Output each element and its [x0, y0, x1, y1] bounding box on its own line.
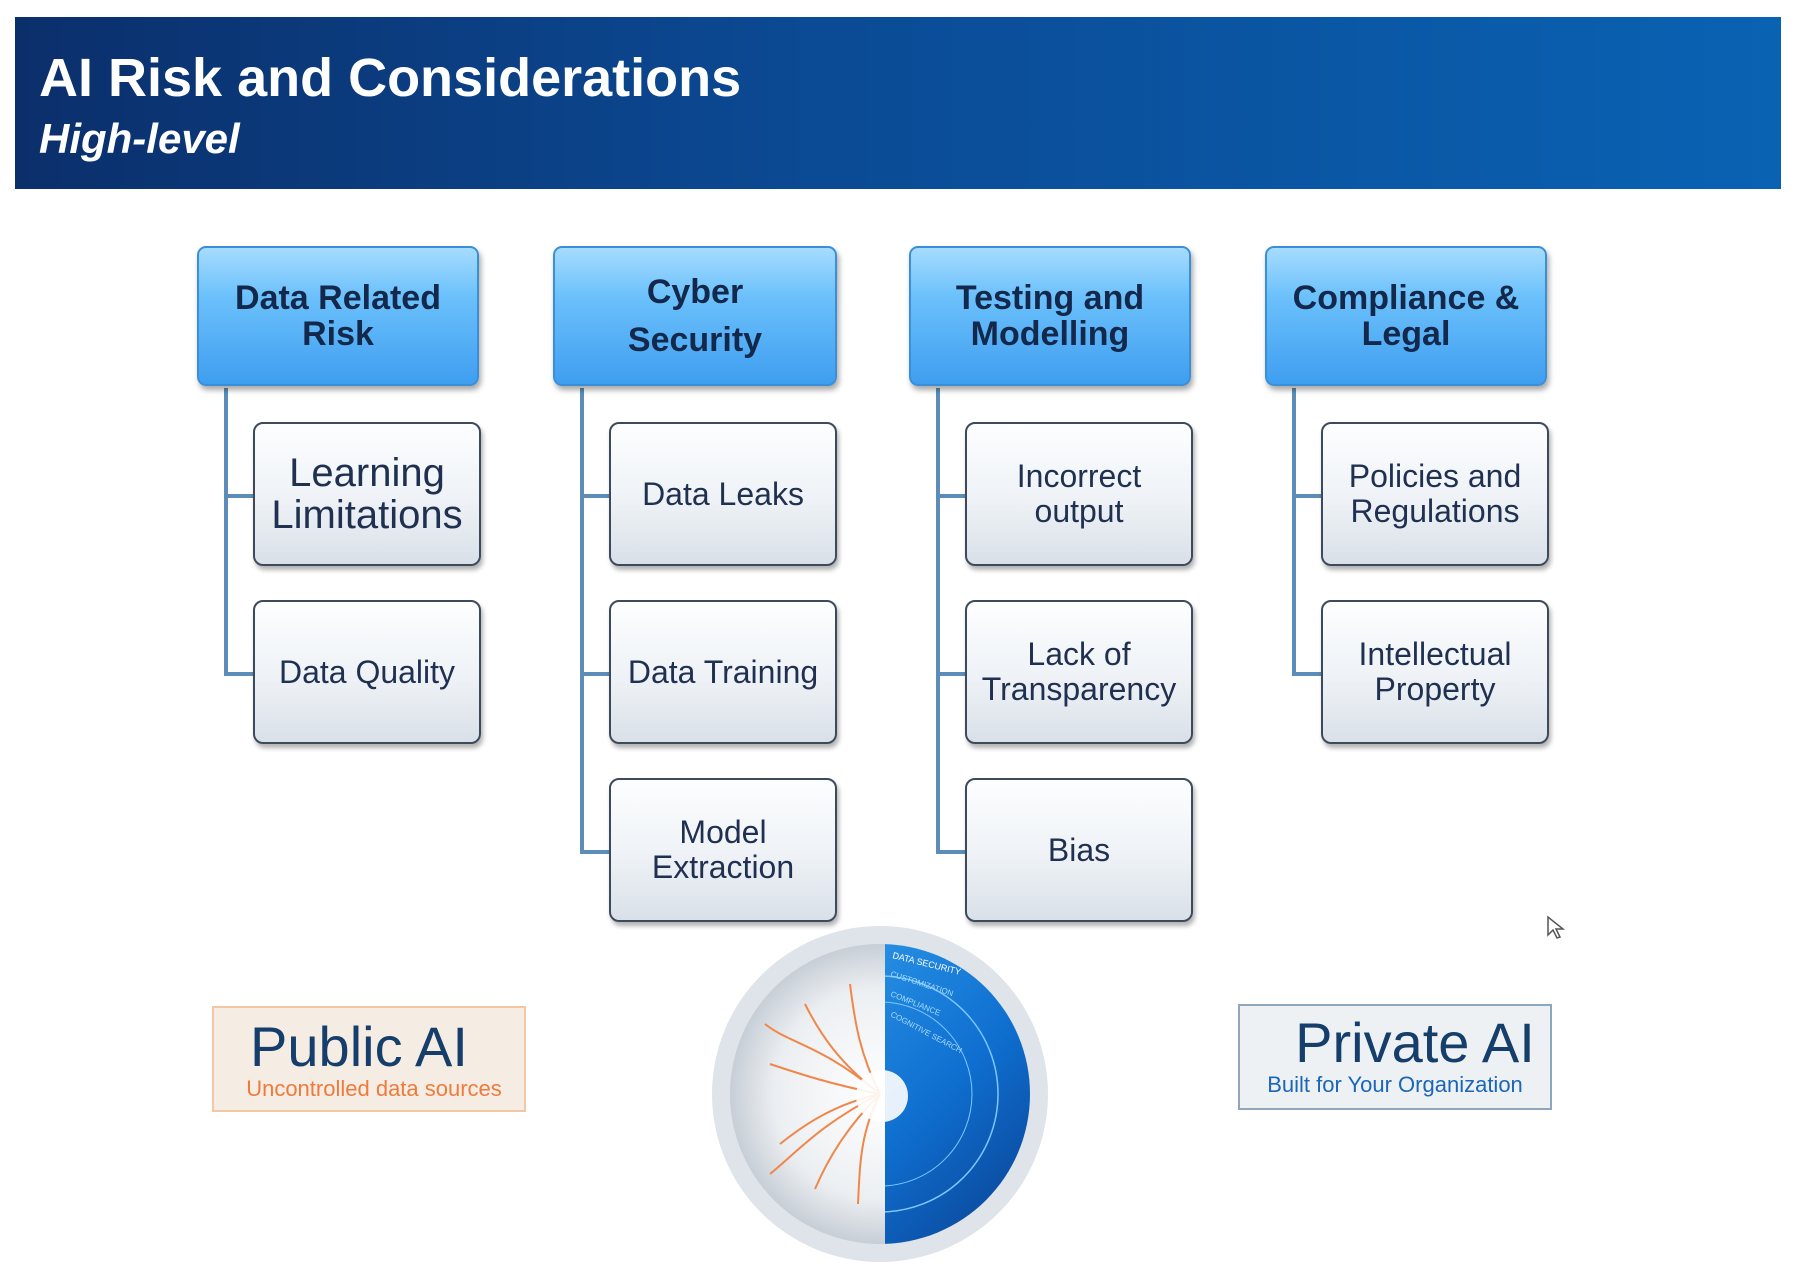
globe-inner-ring: [885, 1001, 973, 1187]
item-model-extraction: Model Extraction: [609, 778, 837, 922]
item-lack-of-transparency: Lack of Transparency: [965, 600, 1193, 744]
connector-line: [938, 672, 968, 676]
connector-line: [224, 388, 228, 676]
slide-subtitle: High-level: [39, 115, 240, 162]
item-bias: Bias: [965, 778, 1193, 922]
item-incorrect-output: Incorrect output: [965, 422, 1193, 566]
category-header-cyber-security: Cyber Security: [553, 246, 837, 386]
item-data-training: Data Training: [609, 600, 837, 744]
slide-title: AI Risk and Considerations: [39, 48, 742, 108]
globe-inner-ring: [885, 975, 999, 1213]
connector-line: [582, 494, 612, 498]
public-ai-subtitle: Uncontrolled data sources: [246, 1076, 502, 1101]
private-ai-subtitle: Built for Your Organization: [1267, 1072, 1523, 1097]
globe-core: [856, 1070, 908, 1122]
item-intellectual-property: Intellectual Property: [1321, 600, 1549, 744]
connector-line: [938, 850, 968, 854]
item-data-quality: Data Quality: [253, 600, 481, 744]
category-header-data-related-risk: Data Related Risk: [197, 246, 479, 386]
public-ai-badge: Public AI Uncontrolled data sources: [212, 1006, 526, 1112]
connector-line: [226, 672, 256, 676]
connector-line: [226, 494, 256, 498]
item-data-leaks: Data Leaks: [609, 422, 837, 566]
title-banner: AI Risk and Considerations High-level: [15, 17, 1781, 189]
public-ai-title: Public AI: [250, 1015, 468, 1078]
connector-line: [582, 672, 612, 676]
globe-right-half: [885, 944, 1030, 1244]
category-header-compliance-and-legal: Compliance & Legal: [1265, 246, 1547, 386]
connector-line: [938, 494, 968, 498]
private-ai-badge: Private AI Built for Your Organization: [1238, 1004, 1552, 1110]
ai-globe-illustration: DATA SECURITY CUSTOMIZATION COMPLIANCE C…: [712, 926, 1048, 1262]
globe-left-half: [730, 944, 885, 1244]
connector-line: [1292, 388, 1296, 676]
connector-line: [936, 388, 940, 854]
connector-line: [582, 850, 612, 854]
connector-line: [1294, 494, 1324, 498]
category-header-testing-and-modelling: Testing and Modelling: [909, 246, 1191, 386]
connector-line: [1294, 672, 1324, 676]
item-policies-and-regulations: Policies and Regulations: [1321, 422, 1549, 566]
mouse-cursor-icon: [1547, 915, 1566, 939]
item-learning-limitations: Learning Limitations: [253, 422, 481, 566]
private-ai-title: Private AI: [1295, 1011, 1535, 1074]
connector-line: [580, 388, 584, 854]
